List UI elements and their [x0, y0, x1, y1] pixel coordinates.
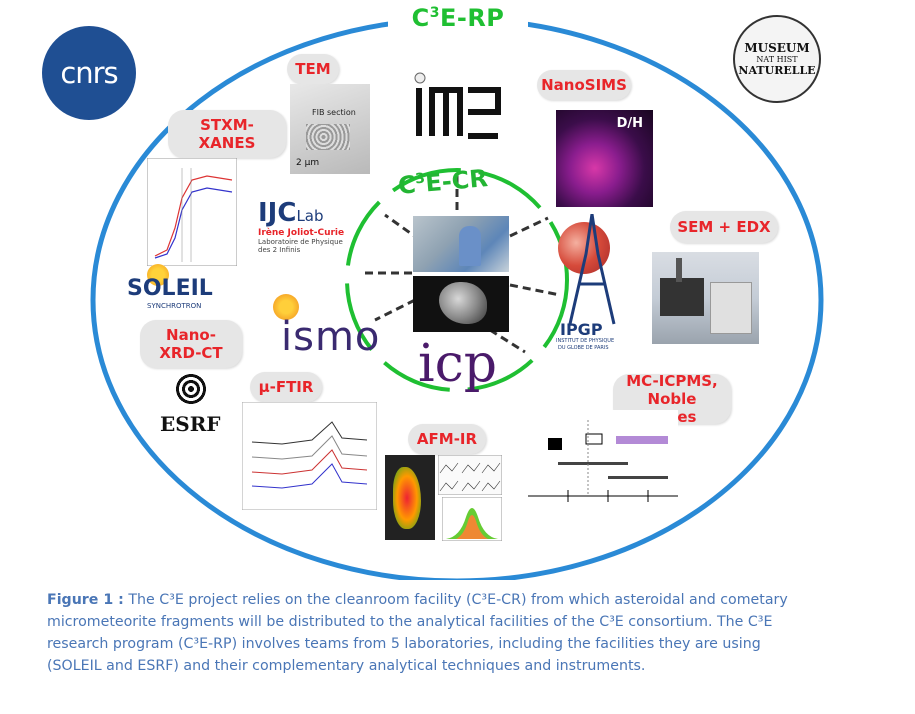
tem-photo: FIB section 2 μm: [290, 84, 370, 174]
cnrs-logo: cnrs: [42, 26, 136, 120]
inner-circle: [345, 168, 569, 392]
label-nanosims: NanoSIMS: [537, 70, 631, 100]
label-tem: TEM: [287, 54, 339, 84]
museum-logo: MUSEUM NAT HIST NATURELLE: [733, 15, 821, 103]
ijclab-logo: IJC Lab Irène Joliot-Curie Laboratoire d…: [258, 198, 345, 254]
sem-edx-photo: [652, 252, 759, 344]
esrf-logo: ESRF: [160, 370, 228, 440]
afm-ir-histogram: [442, 497, 502, 541]
label-sem-edx: SEM + EDX: [670, 211, 778, 243]
mc-icpms-diagram: [528, 410, 678, 510]
mu-ftir-spectra: [242, 402, 377, 510]
figure-caption: Figure 1 : The C³E project relies on the…: [47, 592, 788, 674]
icp-logo: icp: [418, 334, 498, 394]
soleil-logo: SOLEIL SYNCHROTRON: [127, 262, 223, 312]
stxm-spectrum: [147, 158, 237, 266]
nanosims-image: D/H: [556, 110, 653, 207]
program-title: C3E-RP: [388, 0, 528, 36]
afm-ir-spectra-grid: [438, 455, 502, 495]
ipgp-logo: IPGP INSTITUT DE PHYSIQUE DU GLOBE DE PA…: [556, 214, 630, 354]
ismo-logo: ismo: [265, 294, 385, 364]
micrometeorite-sem-image: [413, 276, 509, 332]
label-stxm-xanes: STXM-XANES: [168, 110, 286, 158]
label-afm-ir: AFM-IR: [408, 424, 486, 454]
impmc-logo: impmc: [410, 72, 505, 142]
afm-ir-map: [385, 455, 435, 540]
label-nano-xrd-ct: Nano-XRD-CT: [140, 320, 242, 368]
figure-label: Figure 1 :: [47, 592, 124, 608]
cleanroom-photo: [413, 216, 509, 272]
label-mu-ftir: μ-FTIR: [250, 372, 322, 402]
